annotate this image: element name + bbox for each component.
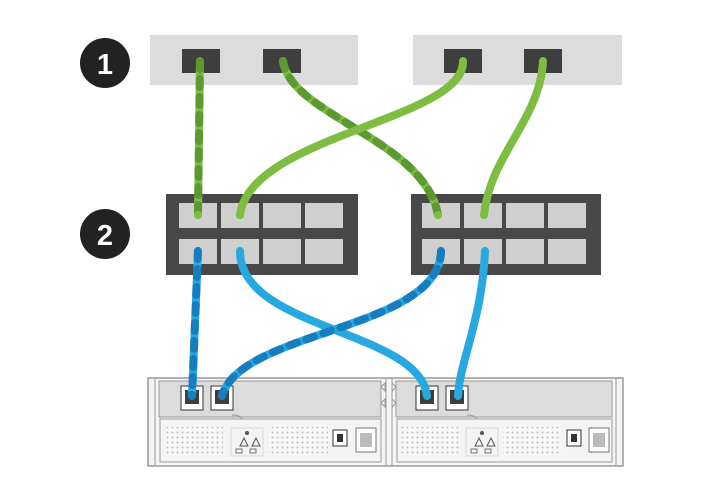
power-supply-icon (230, 427, 264, 457)
callout-badge-icon (80, 38, 130, 88)
storage-triangle-markers (380, 381, 397, 409)
callout-1-number: 1 (97, 49, 113, 81)
switch-b (411, 194, 601, 275)
green-cable-3 (236, 57, 468, 219)
storage-shelf (147, 377, 624, 467)
host-controller-b (413, 35, 622, 85)
green-cables (194, 57, 547, 219)
blue-cables (188, 247, 489, 400)
callout-badge-icon (80, 209, 130, 259)
blue-cable-4 (454, 247, 489, 400)
power-supply-icon (465, 427, 499, 457)
callout-1: 1 (80, 38, 130, 88)
callout-2-number: 2 (97, 220, 113, 252)
cable-end-caps (194, 211, 488, 219)
callout-2: 2 (80, 209, 130, 259)
blue-cable-3 (218, 247, 445, 400)
green-cable-1 (194, 57, 204, 219)
host-controller-icon (150, 35, 358, 85)
green-cable-4 (480, 57, 547, 219)
host-controller-a (150, 35, 358, 85)
blue-cable-1 (188, 247, 202, 400)
